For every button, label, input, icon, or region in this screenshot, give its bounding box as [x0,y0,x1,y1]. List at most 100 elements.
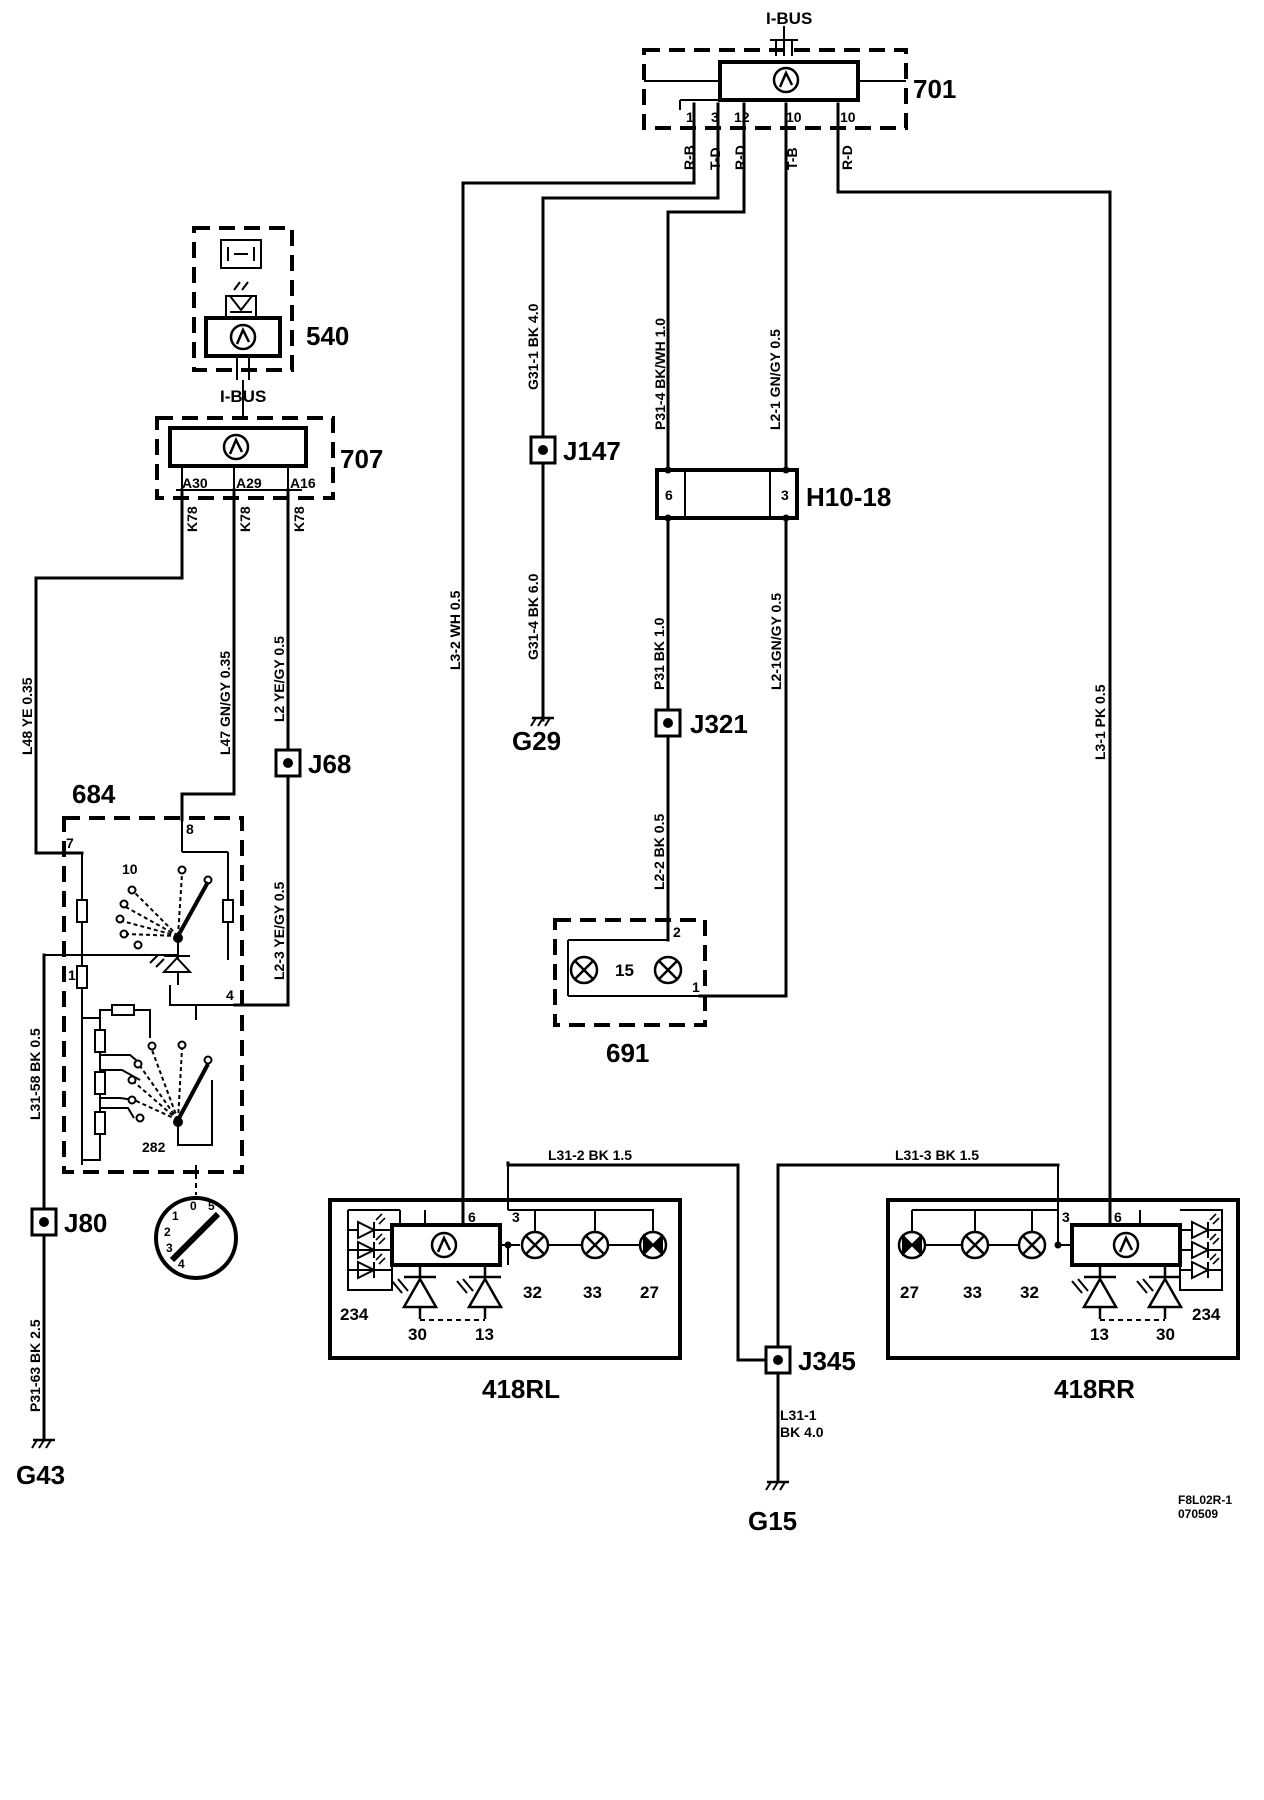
pin-701-10b: 10 [840,109,856,125]
junction-j80 [30,1207,58,1237]
wire-label-p31: P31 BK 1.0 [651,617,667,690]
pin-707-a29: A29 [236,475,262,491]
wire-r-d-12 [666,102,746,472]
pin-701-12: 12 [734,109,750,125]
component-540 [192,226,294,418]
dial-mark-5: 5 [208,1199,215,1213]
label-rr-13: 13 [1090,1325,1109,1344]
pin-707-a16: A16 [290,475,316,491]
wire-label-p31-63: P31-63 BK 2.5 [27,1319,43,1412]
pin-684-1: 1 [68,967,76,983]
junction-j345 [764,1345,792,1375]
dial-mark-0: 0 [190,1199,197,1213]
ground-g15-symbol [764,1466,791,1492]
pin-h10-3: 3 [781,487,789,503]
wire-label-l31-1a: L31-1 [780,1407,817,1423]
dial-mark-4: 4 [178,1257,185,1271]
wire-label-rd2: R-D [839,145,855,170]
label-j345: J345 [798,1346,856,1376]
pin-rl-3: 3 [512,1209,520,1225]
label-684: 684 [72,779,116,809]
wire-r-d-10 [836,102,1112,1202]
wire-l2 [233,488,290,1007]
ibus-top-label: I-BUS [766,9,812,28]
pin-684-4: 4 [226,987,234,1003]
ibus-mid-label: I-BUS [220,387,266,406]
pin-701-10a: 10 [786,109,802,125]
wire-label-l31-2: L31-2 BK 1.5 [548,1147,632,1163]
label-rl-234: 234 [340,1305,369,1324]
component-418rl [328,1165,682,1360]
label-418rr: 418RR [1054,1374,1135,1404]
label-684-282: 282 [142,1139,166,1155]
pin-rr-3: 3 [1062,1209,1070,1225]
label-g29: G29 [512,726,561,756]
label-rr-30: 30 [1156,1325,1175,1344]
ref-code: F8L02R-1 [1178,1493,1232,1507]
wire-label-g31-1: G31-1 BK 4.0 [525,303,541,390]
wire-label-l3-1: L3-1 PK 0.5 [1092,684,1108,760]
label-rl-32: 32 [523,1283,542,1302]
wire-label-k78-1: K78 [184,506,200,532]
wire-label-k78-3: K78 [291,506,307,532]
label-rl-27: 27 [640,1283,659,1302]
wire-l31-2-bus [506,1163,780,1362]
junction-j68 [274,748,302,778]
ground-g29-symbol [529,702,556,728]
dial-mark-2: 2 [164,1225,171,1239]
dial-mark-3: 3 [166,1241,173,1255]
wire-label-l2-1: L2-1 GN/GY 0.5 [767,329,783,430]
component-684 [44,816,244,1174]
label-rr-32: 32 [1020,1283,1039,1302]
wire-l31-3-bus [776,1163,1060,1482]
label-j147: J147 [563,436,621,466]
label-707: 707 [340,444,383,474]
bulb-691-label: 15 [615,961,634,980]
wire-label-l48: L48 YE 0.35 [19,677,35,755]
pin-691-2: 2 [673,924,681,940]
pin-rl-6: 6 [468,1209,476,1225]
label-418rl: 418RL [482,1374,560,1404]
wire-label-l2-2: L2-2 BK 0.5 [651,814,667,890]
component-418rr [886,1165,1240,1360]
label-g43: G43 [16,1460,65,1490]
wire-label-rb: R-B [681,145,697,170]
connector-h10-18 [655,466,799,522]
label-rl-13: 13 [475,1325,494,1344]
wire-label-g31-4: G31-4 BK 6.0 [525,573,541,660]
wire-label-l31-3: L31-3 BK 1.5 [895,1147,979,1163]
junction-j147 [529,435,557,465]
wire-label-l31-1b: BK 4.0 [780,1424,824,1440]
pin-684-7: 7 [66,835,74,851]
wire-t-d [541,102,720,442]
wire-label-p31-4: P31-4 BK/WH 1.0 [652,318,668,430]
pin-h10-6: 6 [665,487,673,503]
pin-701-1: 1 [686,109,694,125]
wire-l48 [34,488,184,855]
label-j80: J80 [64,1208,107,1238]
label-rr-33: 33 [963,1283,982,1302]
wire-l47 [180,488,236,822]
wire-label-l2-1b: L2-1GN/GY 0.5 [768,593,784,690]
label-rr-27: 27 [900,1283,919,1302]
label-rl-30: 30 [408,1325,427,1344]
component-701 [642,26,908,130]
wire-l2-1b [698,516,788,998]
ref-date: 070509 [1178,1507,1218,1521]
label-691: 691 [606,1038,649,1068]
ground-g43-symbol [30,1424,57,1450]
label-rl-33: 33 [583,1283,602,1302]
wire-label-k78-2: K78 [237,506,253,532]
pin-684-8: 8 [186,821,194,837]
junction-j321 [654,708,682,738]
dial-mark-1: 1 [172,1209,179,1223]
wire-label-l3-2: L3-2 WH 0.5 [447,590,463,670]
label-h10-18: H10-18 [806,482,891,512]
component-707 [155,416,335,500]
pin-rr-6: 6 [1114,1209,1122,1225]
wire-r-b [461,102,696,1202]
pin-684-10: 10 [122,861,138,877]
pin-707-a30: A30 [182,475,208,491]
wire-label-l31-58: L31-58 BK 0.5 [27,1028,43,1120]
